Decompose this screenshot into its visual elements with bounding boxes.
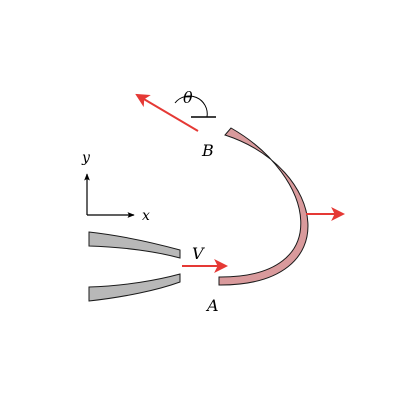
nozzle-top-wall [88,231,181,259]
curved-vane [218,127,309,286]
theta-angle-arc [174,95,208,118]
y-axis-label: y [81,150,91,166]
nozzle-bottom-wall [88,273,181,302]
point-a-label: A [205,296,219,315]
velocity-label: V [192,244,205,263]
point-b-label: B [201,141,214,160]
outlet-jet-arrow [135,93,199,132]
nozzle [88,231,181,302]
x-axis-label: x [142,208,150,224]
theta-label: θ [183,88,193,107]
coordinate-axes: y x [81,150,150,224]
